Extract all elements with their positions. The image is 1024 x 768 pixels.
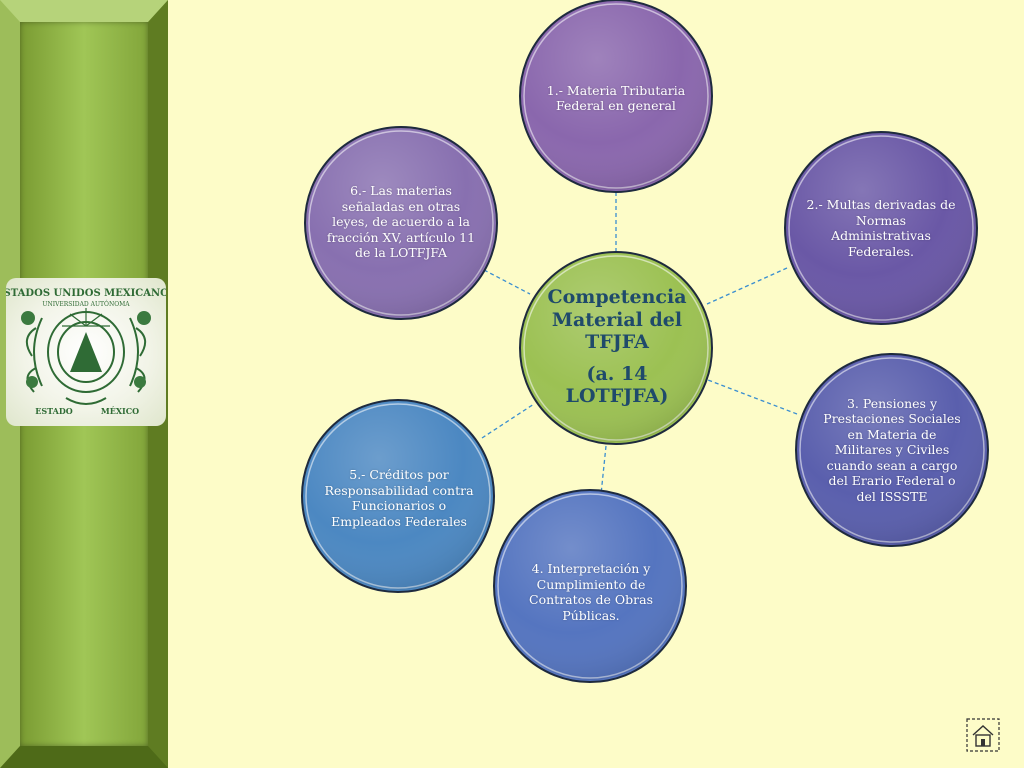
node-circle-6: [304, 126, 498, 320]
connector-3: [707, 379, 798, 415]
connector-lines: [481, 192, 798, 505]
center-title-3: TFJFA: [585, 331, 649, 353]
seal-icon: ESTADOS UNIDOS MEXICANOS UNIVERSIDAD AUT…: [6, 288, 166, 416]
center-label: Competencia Material del TFJFA (a. 14 LO…: [530, 286, 704, 408]
node-label-6: 6.- Las materias señaladas en otras leye…: [326, 183, 476, 261]
node-circle-1: [519, 0, 713, 193]
seal-top-text: ESTADOS UNIDOS MEXICANOS: [6, 288, 166, 299]
connector-2: [706, 267, 788, 305]
node-label-2: 2.- Multas derivadas de Normas Administr…: [806, 197, 956, 259]
center-circle: [519, 251, 713, 445]
university-seal: ESTADOS UNIDOS MEXICANOS UNIVERSIDAD AUT…: [6, 278, 166, 426]
connector-4: [599, 445, 607, 505]
node-label-3: 3. Pensiones y Prestaciones Sociales en …: [823, 395, 961, 504]
connector-5: [481, 403, 535, 439]
node-circle-5: [301, 399, 495, 593]
seal-bottom-left: ESTADO: [35, 406, 73, 416]
seal-bottom-right: MÉXICO: [101, 406, 139, 416]
center-title-2: Material del: [551, 308, 683, 331]
node-circle-3: [795, 353, 989, 547]
node-circle-2: [784, 131, 978, 325]
center-sub-1: (a. 14: [586, 362, 648, 385]
sidebar-bar: ESTADOS UNIDOS MEXICANOS UNIVERSIDAD AUT…: [0, 0, 168, 768]
node-label-5: 5.- Créditos por Responsabilidad contra …: [324, 467, 474, 529]
node-circle-4: [493, 489, 687, 683]
sidebar-bevel: [0, 0, 168, 768]
node-label-1: 1.- Materia Tributaria Federal en genera…: [546, 82, 686, 114]
seal-ring-text: UNIVERSIDAD AUTÓNOMA: [42, 300, 130, 308]
connector-6: [483, 269, 531, 295]
home-icon[interactable]: [966, 718, 1000, 752]
center-title-1: Competencia: [547, 286, 687, 308]
node-label-4: 4. Interpretación y Cumplimiento de Cont…: [529, 561, 653, 623]
center-sub-2: LOTFJFA): [565, 385, 669, 407]
